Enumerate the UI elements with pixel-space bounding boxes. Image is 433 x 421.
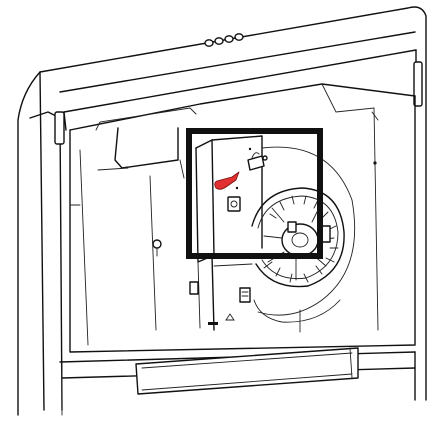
upper-symbol <box>247 147 268 171</box>
lock-symbol-icon <box>227 186 241 212</box>
lower-panel <box>189 255 341 333</box>
side-hinges <box>54 61 423 145</box>
control-buttons <box>204 33 244 47</box>
front-panel <box>135 347 359 395</box>
inner-cavity <box>69 83 416 353</box>
red-arrow-icon <box>214 171 240 190</box>
motor-housing <box>195 135 356 316</box>
highlight-frame <box>186 128 323 259</box>
